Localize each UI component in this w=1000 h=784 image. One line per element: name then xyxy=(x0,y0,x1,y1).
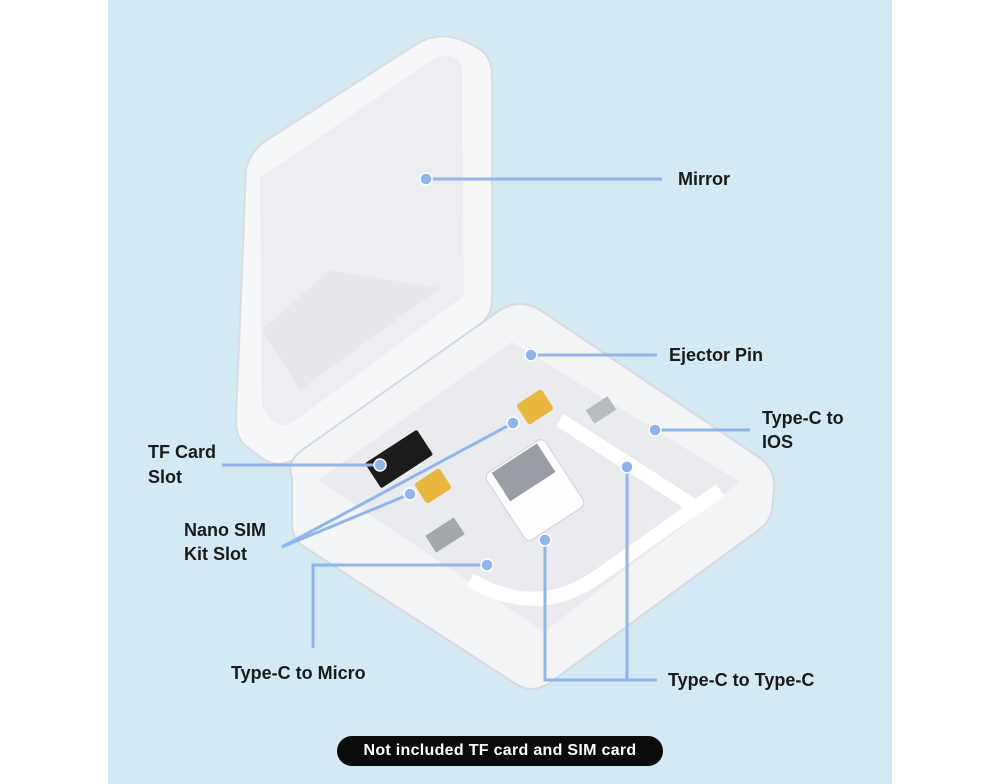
label-mirror: Mirror xyxy=(678,169,731,189)
label-typec-ios-line2: IOS xyxy=(762,432,794,452)
mirror-reflection xyxy=(262,270,440,390)
usb-connector xyxy=(491,443,556,502)
label-nano-sim-line2: Kit Slot xyxy=(184,544,247,564)
label-typec-ios-line1: Type-C to xyxy=(762,408,844,428)
micro-connector xyxy=(425,517,465,553)
typec-connector xyxy=(585,396,617,424)
label-ejector-pin: Ejector Pin xyxy=(669,345,764,365)
callout-dots xyxy=(373,172,662,572)
callout-lines xyxy=(222,177,750,682)
label-typec-typec: Type-C to Type-C xyxy=(668,670,815,690)
sim-chip-bottom xyxy=(415,468,451,504)
label-tf-card-line1: TF Card xyxy=(148,442,217,462)
tf-card xyxy=(365,430,433,488)
cable-loop xyxy=(466,484,725,606)
sim-chip-top xyxy=(517,389,553,425)
label-tf-card-line2: Slot xyxy=(148,467,182,487)
label-typec-micro: Type-C to Micro xyxy=(231,663,366,683)
footer-note-badge: Not included TF card and SIM card xyxy=(337,736,663,766)
label-nano-sim-line1: Nano SIM xyxy=(184,520,267,540)
